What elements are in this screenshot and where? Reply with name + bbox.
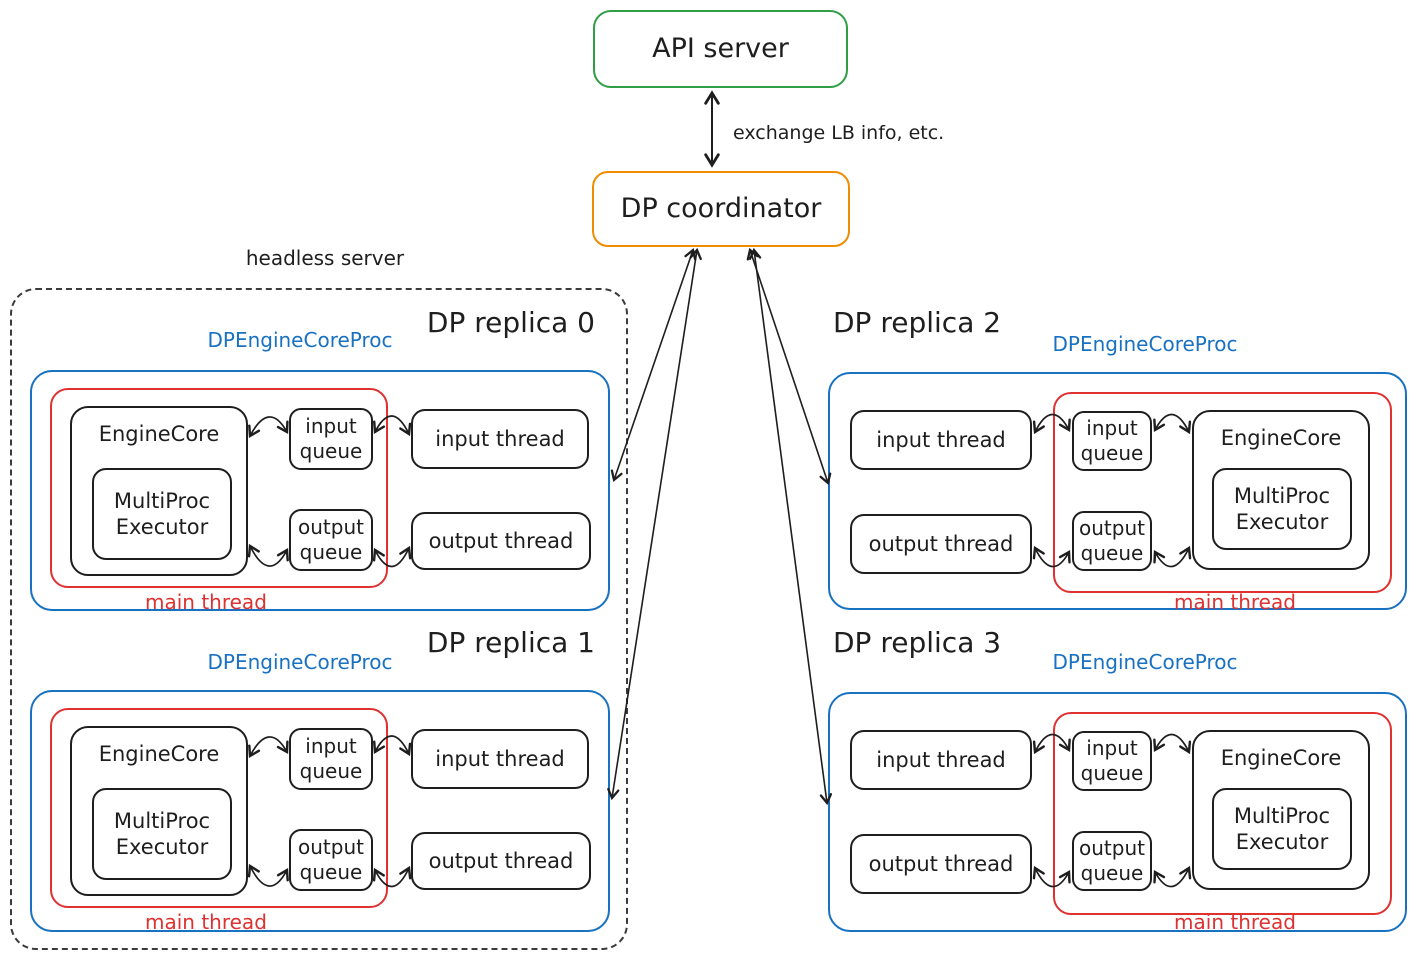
api-server-box: API server [593, 10, 848, 88]
replica1-enginecore-label: EngineCore [98, 742, 220, 766]
replica0-main-thread-frame [50, 388, 388, 588]
replica1-input-thread-box: input thread [411, 729, 589, 789]
replica2-output-thread-box: output thread [850, 514, 1032, 574]
replica3-input-thread-label: input thread [876, 747, 1006, 772]
replica0-output-queue-label: output queue [298, 515, 364, 564]
replica2-input-thread-box: input thread [850, 410, 1032, 470]
replica1-proc-label: DPEngineCoreProc [207, 650, 393, 674]
replica3-main-thread-frame [1053, 712, 1392, 915]
replica1-input-thread-label: input thread [435, 746, 565, 771]
dp-coordinator-box: DP coordinator [592, 171, 850, 247]
replica2-input-queue-label: input queue [1080, 416, 1144, 465]
replica1-input-queue-label: input queue [299, 734, 363, 783]
replica1-main-thread-frame [50, 708, 388, 908]
replica3-output-queue-label: output queue [1079, 836, 1145, 885]
replica0-enginecore-label: EngineCore [98, 422, 220, 446]
replica2-main-thread-frame [1053, 392, 1392, 593]
coordinator-replica2-arrow [746, 247, 832, 486]
coordinator-replica3-arrow [748, 247, 833, 806]
replica0-multiproc-executor-box: MultiProc Executor [92, 468, 232, 560]
replica2-output-queue-box: output queue [1072, 511, 1152, 571]
replica2-main-thread-label: main thread [1174, 590, 1296, 614]
replica2-multiproc-executor-label: MultiProc Executor [1233, 483, 1331, 534]
replica1-main-thread-label: main thread [145, 910, 267, 934]
replica2-output-queue-label: output queue [1079, 516, 1145, 565]
replica3-title: DP replica 3 [833, 626, 1002, 659]
replica2-input-thread-label: input thread [876, 427, 1006, 452]
replica1-output-queue-label: output queue [298, 835, 364, 884]
replica1-multiproc-executor-label: MultiProc Executor [113, 808, 211, 859]
replica0-input-queue-box: input queue [289, 408, 373, 470]
replica1-multiproc-executor-box: MultiProc Executor [92, 788, 232, 880]
replica2-title: DP replica 2 [833, 306, 1002, 339]
replica2-multiproc-executor-box: MultiProc Executor [1212, 468, 1352, 550]
replica3-multiproc-executor-label: MultiProc Executor [1233, 803, 1331, 854]
replica0-multiproc-executor-label: MultiProc Executor [113, 488, 211, 539]
replica0-proc-label: DPEngineCoreProc [207, 328, 393, 352]
replica1-title: DP replica 1 [426, 626, 595, 659]
replica1-input-queue-box: input queue [289, 728, 373, 790]
replica3-input-queue-label: input queue [1080, 736, 1144, 785]
api-server-label: API server [652, 33, 789, 65]
exchange-info-label: exchange LB info, etc. [733, 122, 945, 144]
replica2-input-queue-box: input queue [1072, 411, 1152, 471]
replica0-output-queue-box: output queue [289, 509, 373, 571]
replica3-proc-frame [828, 692, 1407, 932]
replica0-main-thread-label: main thread [145, 590, 267, 614]
replica3-proc-label: DPEngineCoreProc [1052, 650, 1238, 674]
replica3-input-thread-box: input thread [850, 730, 1032, 790]
replica3-enginecore-label: EngineCore [1220, 746, 1342, 770]
replica0-input-thread-box: input thread [411, 409, 589, 469]
replica2-proc-label: DPEngineCoreProc [1052, 332, 1238, 356]
dp-coordinator-label: DP coordinator [620, 193, 822, 225]
replica3-main-thread-label: main thread [1174, 910, 1296, 934]
replica3-multiproc-executor-box: MultiProc Executor [1212, 788, 1352, 870]
replica0-input-thread-label: input thread [435, 426, 565, 451]
headless-server-label: headless server [245, 246, 405, 270]
replica3-input-queue-box: input queue [1072, 731, 1152, 791]
replica1-output-thread-label: output thread [428, 848, 574, 873]
replica0-output-thread-box: output thread [411, 512, 591, 570]
replica0-output-thread-label: output thread [428, 528, 574, 553]
replica2-enginecore-label: EngineCore [1220, 426, 1342, 450]
replica1-proc-frame [30, 690, 610, 932]
replica3-output-thread-label: output thread [868, 851, 1014, 876]
replica3-output-thread-box: output thread [850, 834, 1032, 894]
replica1-output-thread-box: output thread [411, 832, 591, 890]
replica3-output-queue-box: output queue [1072, 831, 1152, 891]
replica2-output-thread-label: output thread [868, 531, 1014, 556]
replica0-input-queue-label: input queue [299, 414, 363, 463]
replica1-output-queue-box: output queue [289, 829, 373, 891]
replica0-title: DP replica 0 [426, 306, 595, 339]
